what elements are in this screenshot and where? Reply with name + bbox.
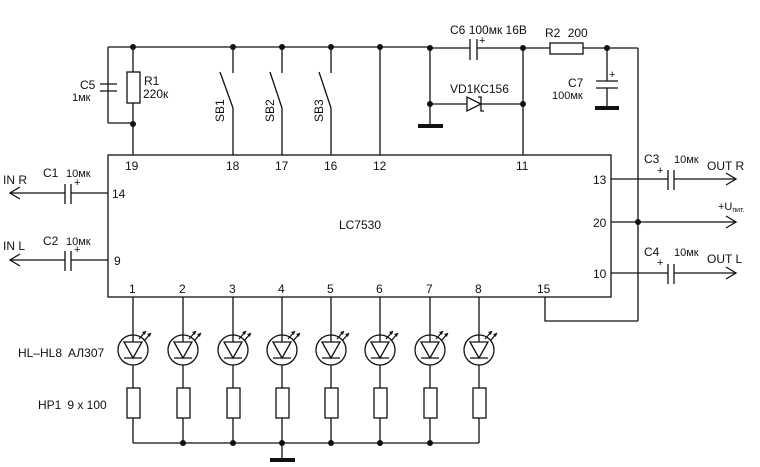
c6-label: C6 100мк 16В	[450, 23, 527, 37]
junction	[635, 219, 641, 225]
r1-value: 220к	[143, 87, 169, 101]
pin-18: 18	[226, 159, 240, 173]
resistor-icon	[126, 387, 141, 419]
c3-value: 10мк	[674, 154, 699, 166]
out-l-arrow-icon	[725, 266, 738, 280]
led-channel: 5	[315, 282, 350, 446]
resistor-icon	[373, 387, 388, 419]
pin-16: 16	[324, 159, 338, 173]
c2-value: 10мк	[66, 236, 91, 248]
c1-plus: +	[74, 177, 80, 189]
sb1-label: SB1	[213, 99, 227, 122]
pin-label: 7	[426, 282, 433, 296]
pin-12: 12	[373, 159, 387, 173]
pin-11: 11	[516, 159, 529, 173]
led-channel: 1	[117, 282, 152, 443]
pin-9: 9	[114, 254, 121, 268]
pin-14: 14	[112, 187, 126, 201]
zener-diode-vd1	[466, 95, 483, 113]
in-r-arrow-icon	[8, 186, 21, 200]
c2-ref: C2	[43, 234, 59, 248]
switch-sb1[interactable]: SB1	[213, 44, 236, 155]
c1-value: 10мк	[66, 168, 91, 180]
in-l-arrow-icon	[8, 253, 21, 267]
in-l-label: IN L	[3, 239, 25, 253]
c1-ref: C1	[43, 166, 59, 180]
out-r-label: OUT R	[707, 159, 744, 173]
out-l-label: OUT L	[707, 252, 742, 266]
pin-17: 17	[275, 159, 289, 173]
pin-20: 20	[593, 216, 607, 230]
c7-value: 100мк	[552, 90, 583, 102]
resistor-icon	[176, 387, 191, 419]
vd1-label: VD1КС156	[450, 82, 509, 96]
pin-label: 5	[327, 282, 334, 296]
resistor-icon	[275, 387, 290, 419]
resistor-icon	[423, 387, 438, 419]
switch-sb2[interactable]: SB2	[263, 44, 285, 155]
c2-plus: +	[74, 244, 80, 256]
supply-arrow-icon	[725, 215, 738, 229]
pin-label: 1	[129, 282, 136, 296]
c3-ref: C3	[644, 152, 660, 166]
sb2-label: SB2	[263, 99, 277, 122]
led-channel: 2	[167, 282, 202, 446]
led-channel: 7	[414, 282, 449, 446]
resistor-icon	[472, 387, 487, 419]
r1-ref: R1	[144, 74, 160, 88]
led-channel: 6	[364, 282, 399, 446]
led-channel: 3	[217, 282, 252, 446]
c4-plus: +	[657, 257, 663, 269]
ic-label: LC7530	[339, 218, 381, 232]
ic-body	[107, 154, 612, 298]
c5-value: 1мк	[72, 92, 91, 104]
resistor-icon	[324, 387, 339, 419]
pin-label: 2	[179, 282, 186, 296]
pin-label: 3	[229, 282, 236, 296]
out-r-arrow-icon	[725, 172, 738, 186]
c4-value: 10мк	[674, 247, 699, 259]
led-channel: 8	[463, 282, 498, 443]
junction	[130, 121, 136, 127]
led-ladder: 1 2 3 4 5 6 7 8	[117, 282, 498, 446]
pin-label: 6	[376, 282, 383, 296]
sb3-label: SB3	[312, 99, 326, 122]
c7-ref: C7	[568, 76, 584, 90]
c6-plus: +	[479, 35, 485, 47]
c5-ref: C5	[80, 78, 96, 92]
c7-plus: +	[609, 69, 615, 81]
led-channel: 4	[266, 282, 301, 446]
c4-ref: C4	[644, 245, 660, 259]
pin-10: 10	[593, 267, 607, 281]
r2-resistor	[549, 42, 584, 55]
pin-13: 13	[593, 173, 607, 187]
r2-label: R2 200	[545, 26, 588, 40]
supply-label: +Uпит.	[718, 201, 745, 214]
c3-plus: +	[657, 165, 663, 177]
resistor-icon	[226, 387, 241, 419]
pin-15: 15	[537, 282, 551, 296]
switch-sb3[interactable]: SB3	[312, 44, 334, 155]
pin-label: 4	[278, 282, 285, 296]
in-r-label: IN R	[3, 173, 27, 187]
junction	[130, 44, 136, 50]
pin-label: 8	[475, 282, 482, 296]
pin-19: 19	[125, 159, 139, 173]
r1-resistor	[126, 71, 141, 104]
